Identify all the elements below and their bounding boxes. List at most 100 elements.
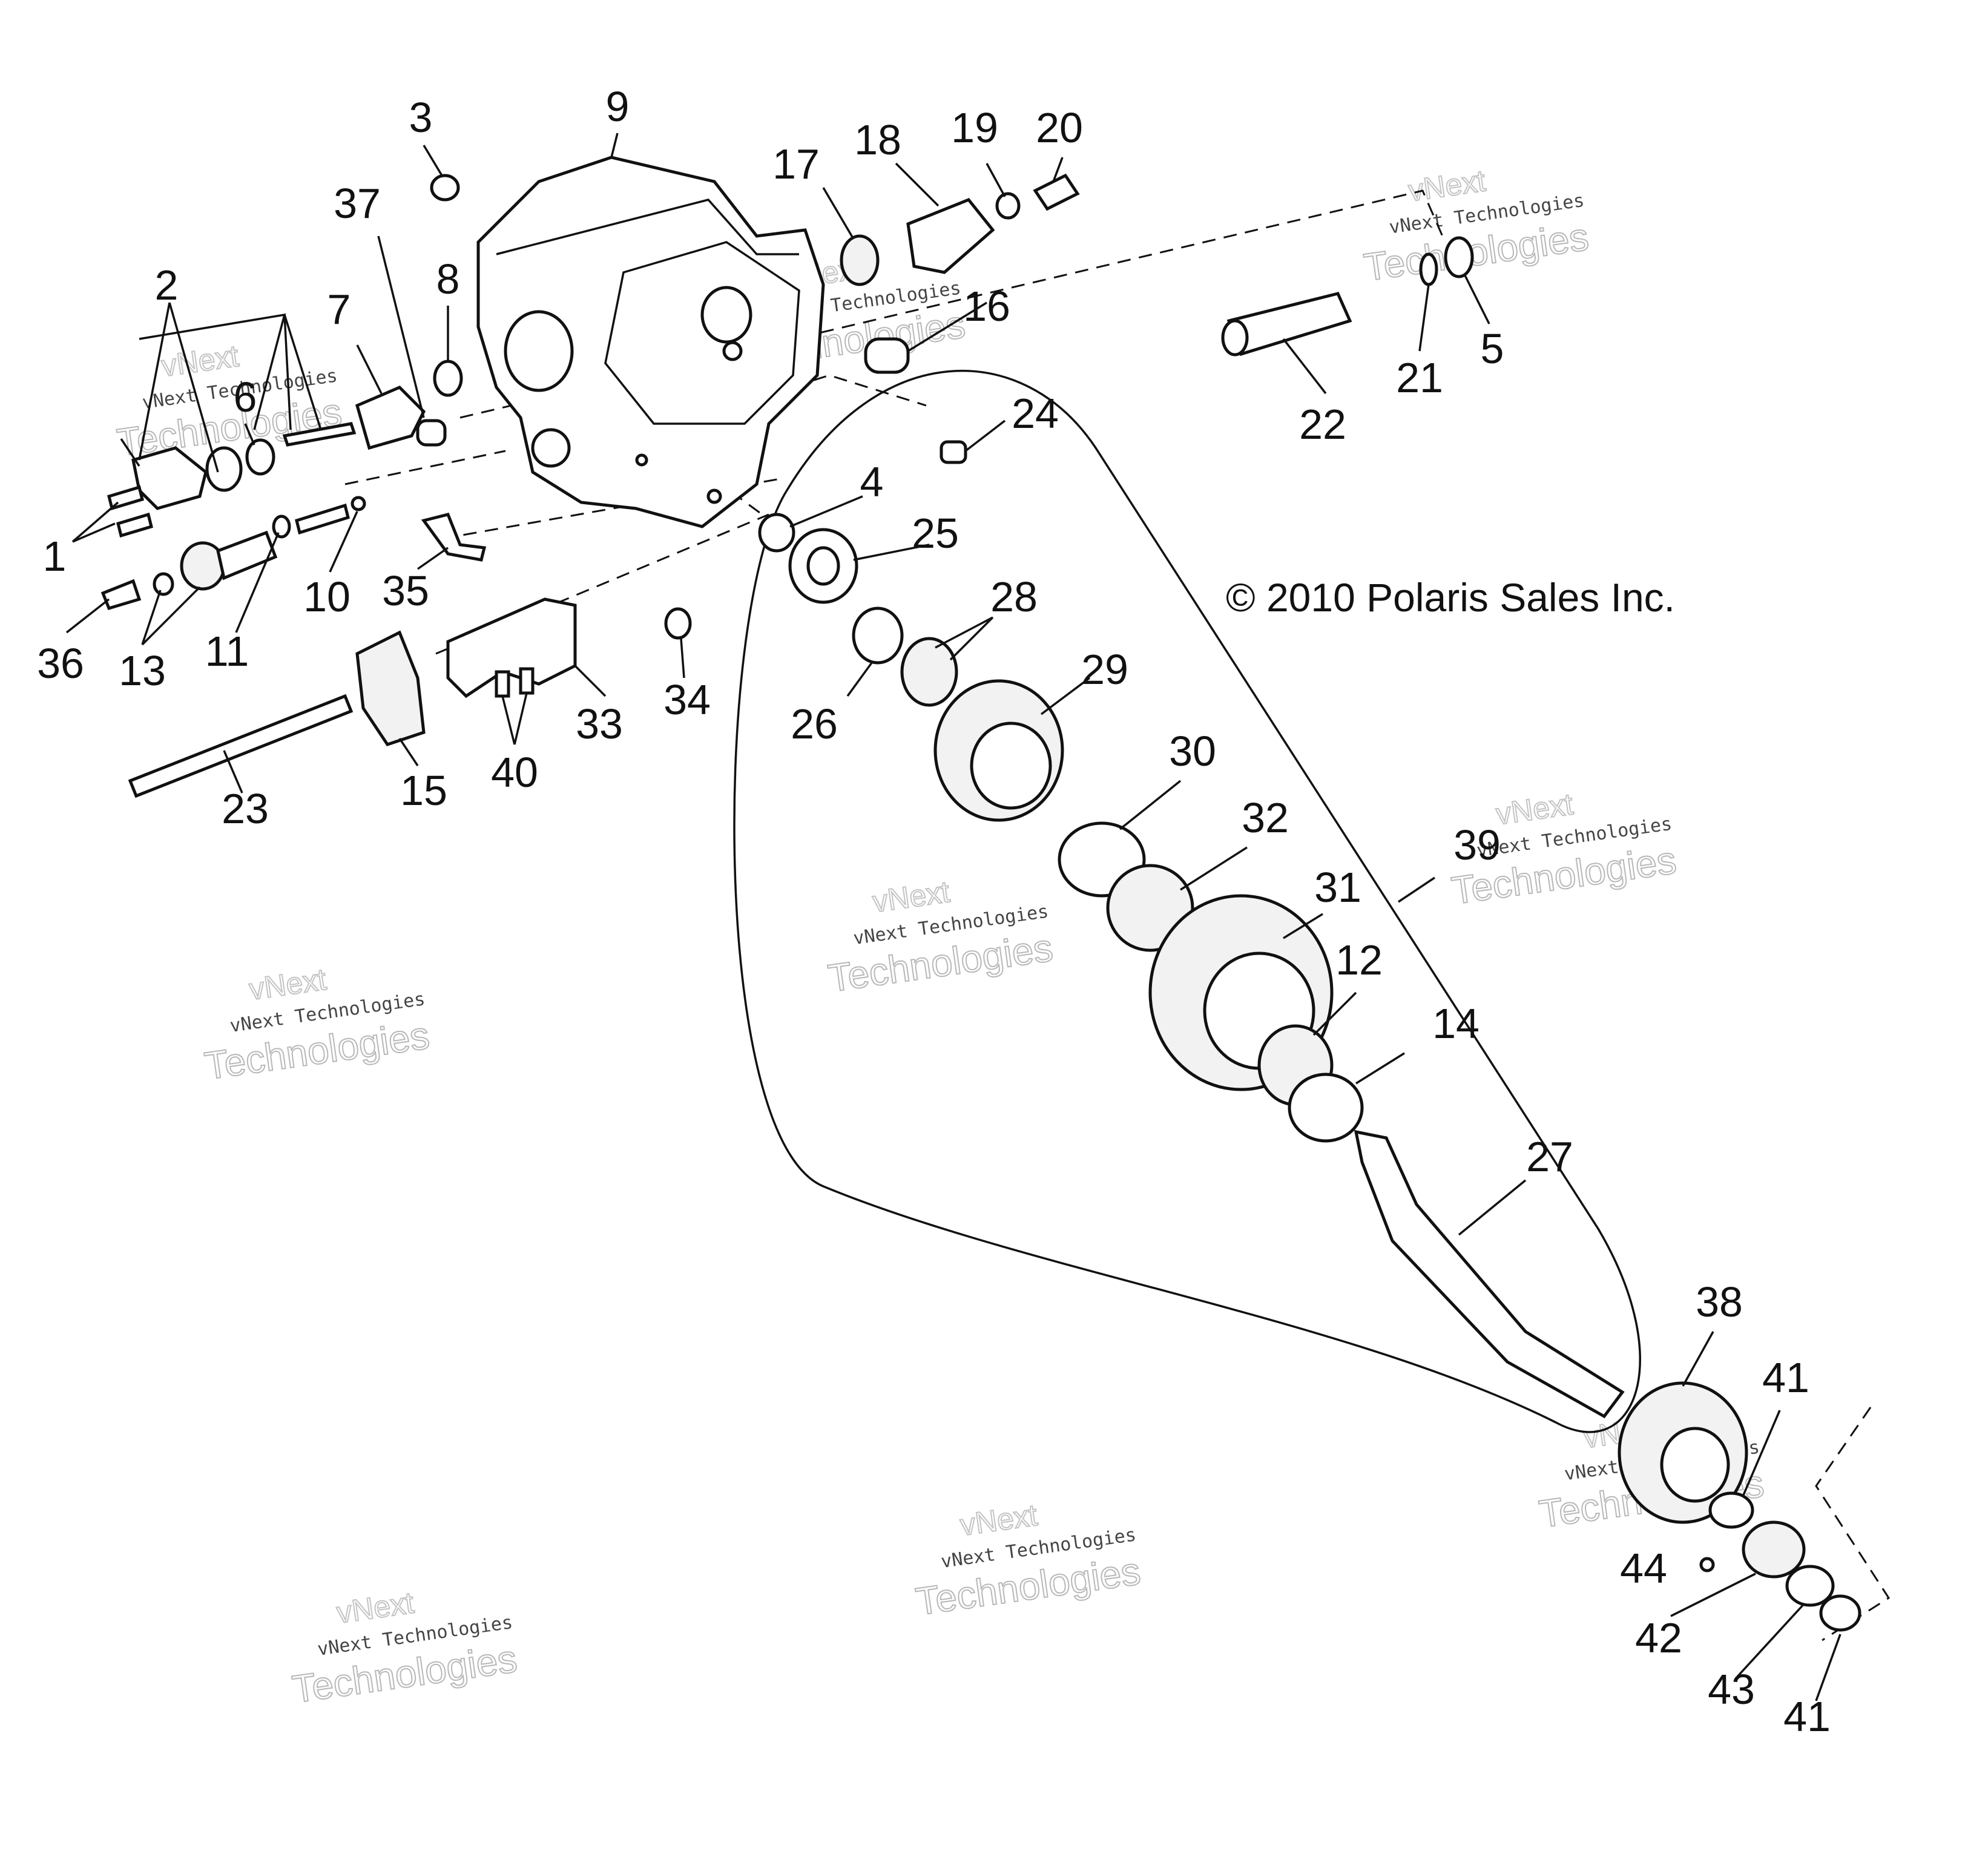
leader-14 bbox=[1355, 1052, 1405, 1085]
callout-40: 40 bbox=[491, 749, 538, 796]
callout-8: 8 bbox=[436, 255, 460, 303]
leader-25 bbox=[853, 544, 930, 561]
leader-42 bbox=[1670, 1572, 1756, 1617]
ring-43 bbox=[1785, 1565, 1835, 1607]
washer-5 bbox=[1444, 236, 1474, 278]
callout-41-upper: 41 bbox=[1762, 1354, 1809, 1401]
leader-3 bbox=[423, 145, 443, 176]
shift-rod-23 bbox=[128, 694, 354, 798]
ball-10 bbox=[351, 496, 366, 511]
callout-7: 7 bbox=[327, 286, 351, 333]
sensor-wire bbox=[120, 438, 140, 467]
leader-17 bbox=[822, 187, 855, 240]
callout-30: 30 bbox=[1169, 728, 1216, 775]
callout-33: 33 bbox=[576, 700, 623, 748]
pin-40a bbox=[495, 670, 510, 698]
o-ring-13 bbox=[153, 572, 174, 596]
leader-23 bbox=[223, 750, 243, 794]
leader-24 bbox=[964, 419, 1006, 452]
parts-shaft-stack bbox=[758, 513, 1625, 1419]
shift-fork-33 bbox=[446, 597, 577, 698]
leader-29 bbox=[1040, 677, 1091, 715]
callout-28: 28 bbox=[990, 573, 1038, 620]
callout-26: 26 bbox=[791, 700, 838, 748]
callout-9: 9 bbox=[606, 83, 630, 130]
bolt-20 bbox=[1033, 173, 1080, 211]
leader-34 bbox=[680, 638, 685, 679]
shaft-assembly-outline bbox=[733, 369, 1641, 1433]
callout-27: 27 bbox=[1526, 1133, 1573, 1180]
parts-lower-right bbox=[1618, 1381, 1861, 1632]
leader-9 bbox=[610, 133, 619, 158]
sensor-2 bbox=[131, 446, 208, 510]
leader-lines bbox=[65, 133, 1842, 1701]
bolt-36 bbox=[100, 579, 142, 611]
leader-21 bbox=[1418, 284, 1430, 352]
gear-29-hub bbox=[970, 721, 1052, 810]
leader-7 bbox=[356, 344, 383, 394]
parts-top bbox=[416, 173, 1080, 464]
o-ring-6b bbox=[245, 438, 275, 476]
seal-17 bbox=[840, 234, 880, 286]
pin-24 bbox=[940, 440, 967, 464]
bushing-16 bbox=[864, 337, 910, 374]
callout-24: 24 bbox=[1012, 390, 1059, 437]
watermark-text: vNext bbox=[1406, 163, 1487, 208]
watermark-mid-left: vNext vNext Technologies Technologies bbox=[202, 962, 433, 1089]
gear-38-hub bbox=[1660, 1427, 1730, 1503]
transmission-housing bbox=[476, 156, 825, 528]
leader-6 bbox=[244, 423, 255, 445]
callout-41-lower: 41 bbox=[1783, 1693, 1831, 1740]
assembly-line-fork bbox=[435, 513, 769, 655]
watermark-text: vNext bbox=[1494, 787, 1575, 831]
callout-20: 20 bbox=[1036, 104, 1083, 151]
leader-39 bbox=[1398, 876, 1435, 903]
gear-sensor-7 bbox=[355, 386, 426, 450]
callout-19: 19 bbox=[951, 104, 998, 151]
callout-25: 25 bbox=[912, 510, 959, 557]
leader-1 bbox=[71, 501, 119, 543]
spring-detent bbox=[282, 422, 357, 447]
snap-ring-4 bbox=[758, 513, 795, 553]
callout-2: 2 bbox=[155, 261, 179, 309]
leader-12 bbox=[1312, 991, 1357, 1036]
parts-top-right bbox=[1221, 236, 1474, 357]
callout-3: 3 bbox=[409, 94, 433, 141]
parts-shift bbox=[128, 597, 577, 798]
callout-12: 12 bbox=[1335, 936, 1383, 984]
leader-26 bbox=[846, 662, 873, 697]
callout-10: 10 bbox=[303, 573, 351, 620]
leader-15 bbox=[398, 738, 419, 766]
callout-11: 11 bbox=[205, 628, 249, 675]
leader-32 bbox=[1180, 846, 1248, 891]
watermark-text: vNext bbox=[335, 1586, 416, 1630]
callout-17: 17 bbox=[772, 140, 820, 188]
callout-43: 43 bbox=[1708, 1666, 1755, 1713]
copyright-text: © 2010 Polaris Sales Inc. bbox=[1226, 575, 1675, 620]
callout-31: 31 bbox=[1314, 864, 1361, 911]
clip-21 bbox=[1419, 252, 1438, 286]
leader-38 bbox=[1682, 1331, 1714, 1387]
o-ring-11 bbox=[272, 514, 291, 539]
callout-21: 21 bbox=[1396, 354, 1443, 401]
watermark-layer: vNext vNext Technologies Technologies vN… bbox=[114, 163, 1767, 1712]
plug-34 bbox=[664, 607, 692, 640]
leader-11 bbox=[235, 532, 280, 633]
watermark-text: vNext bbox=[247, 962, 328, 1007]
leader-16 bbox=[907, 301, 987, 352]
leader-41b bbox=[1815, 1634, 1842, 1701]
shift-shaft-end bbox=[1221, 319, 1249, 357]
leader-10 bbox=[329, 511, 358, 573]
washer-19 bbox=[995, 192, 1021, 220]
callout-22: 22 bbox=[1299, 401, 1346, 448]
screw-1b bbox=[116, 512, 154, 538]
callout-37: 37 bbox=[334, 180, 381, 227]
leader-40 bbox=[501, 692, 528, 745]
watermark-mid-middle: vNext vNext Technologies Technologies bbox=[825, 874, 1056, 1001]
needle-bearing-28 bbox=[900, 637, 958, 707]
spring-11 bbox=[295, 503, 350, 535]
leader-2 bbox=[138, 302, 219, 473]
leader-19 bbox=[986, 163, 1006, 197]
callout-39: 39 bbox=[1453, 821, 1501, 869]
bushing-37 bbox=[416, 419, 447, 447]
